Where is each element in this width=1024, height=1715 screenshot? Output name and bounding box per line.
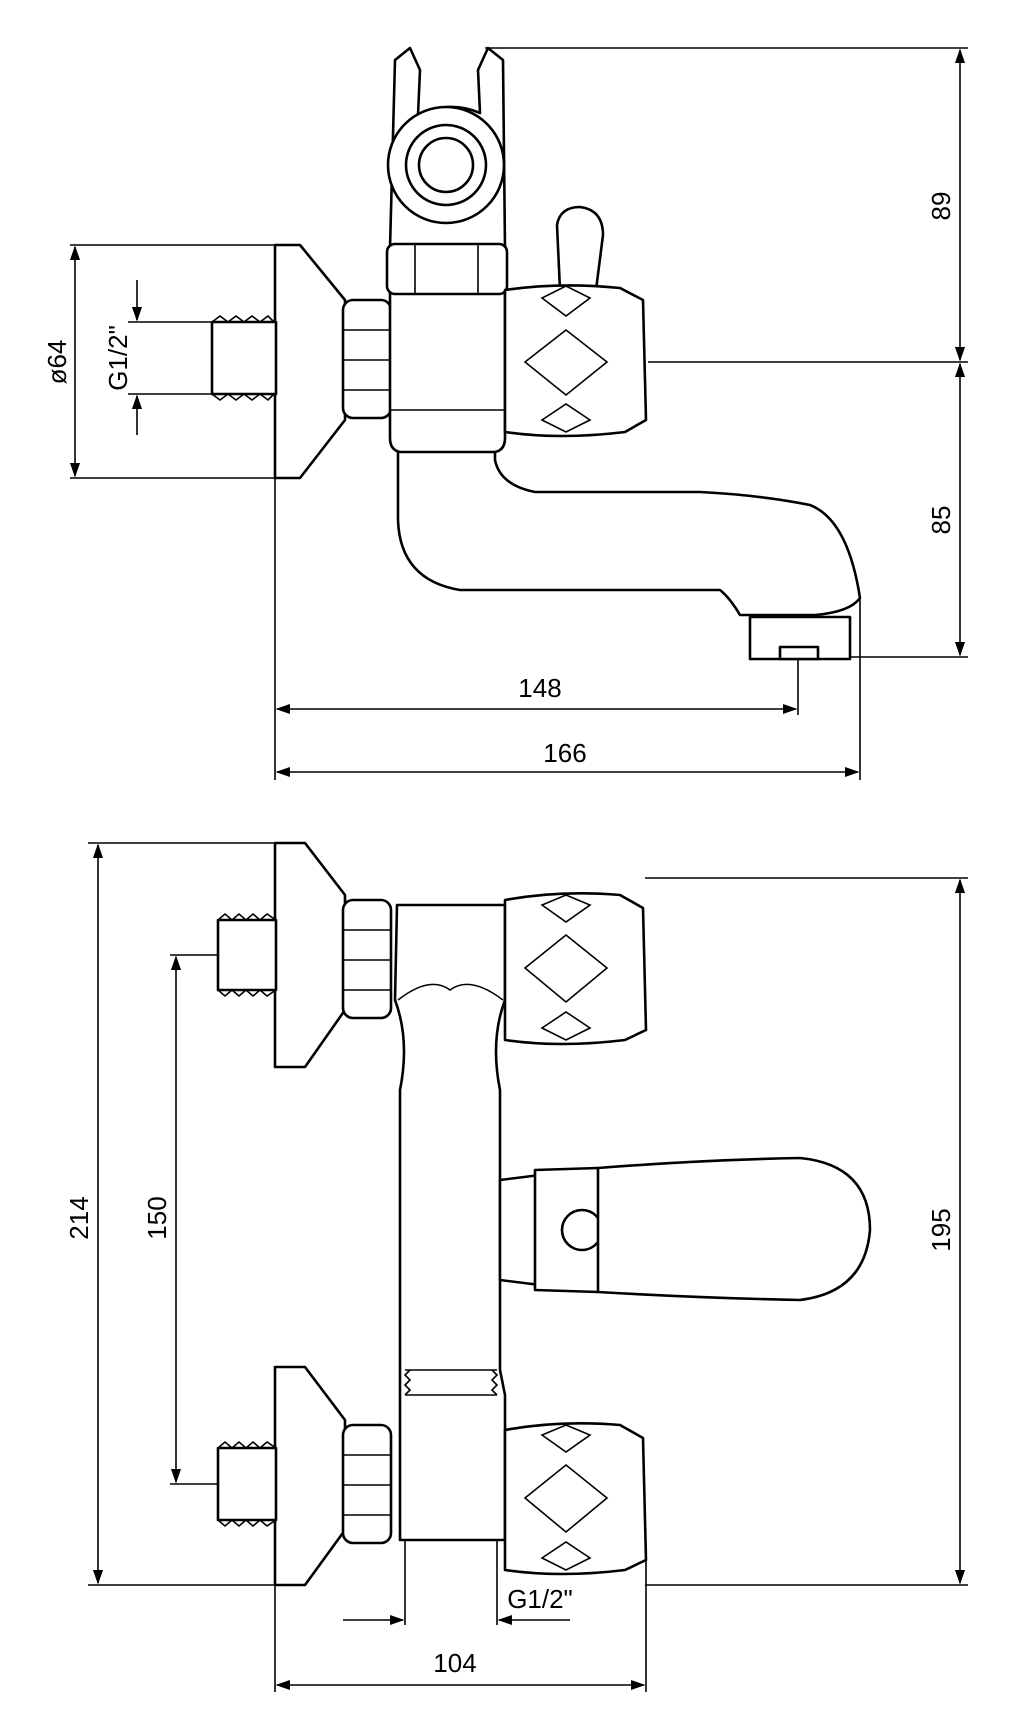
upper-flange [273,841,347,1069]
dim-depth: 104 [274,1560,647,1692]
diverter-lever-front [498,1156,872,1302]
dim-overall-depth: 166 [275,598,861,780]
upper-nut [341,898,393,1020]
spout [396,423,862,617]
dim-overall-height: 214 [64,842,275,1586]
label-overall-height: 214 [64,1196,94,1239]
dim-spout-reach: 148 [274,478,799,780]
threaded-inlet [210,314,278,402]
label-depth: 104 [433,1648,476,1678]
label-spout-reach: 148 [518,673,561,703]
dim-flange-diameter: ø64 [42,244,275,479]
upper-handle [503,892,648,1046]
valve-body [388,288,507,454]
side-view: ø64 G1/2" 89 85 148 [42,46,968,780]
upper-inlet [216,912,278,998]
label-thread-top: G1/2" [103,325,133,391]
label-handle-span: 195 [926,1208,956,1251]
diverter-lever [555,205,605,292]
hex-nut [341,298,393,420]
shower-holder [386,46,507,250]
lower-flange [273,1365,347,1587]
label-thread-bottom: G1/2" [507,1584,573,1614]
dim-handle-span: 195 [645,877,968,1586]
label-height-upper: 89 [926,192,956,221]
label-flange-diameter: ø64 [42,340,72,385]
label-connection-spacing: 150 [142,1196,172,1239]
front-view: 214 150 195 G1/2" 104 [64,841,968,1692]
dim-height-lower: 85 [850,362,968,658]
label-height-lower: 85 [926,506,956,535]
dim-height-upper: 89 [485,47,968,363]
dim-connection-spacing: 150 [142,954,218,1485]
handle-knob [503,284,648,438]
lower-handle [503,1422,648,1576]
aerator [748,615,852,661]
mixer-body [393,903,507,1542]
label-overall-depth: 166 [543,738,586,768]
dim-thread-bottom: G1/2" [343,1540,573,1626]
holder-nut [385,242,509,296]
wall-flange [273,243,347,480]
lower-inlet [216,1440,278,1528]
lower-nut [341,1423,393,1545]
dim-thread-top: G1/2" [103,280,212,435]
